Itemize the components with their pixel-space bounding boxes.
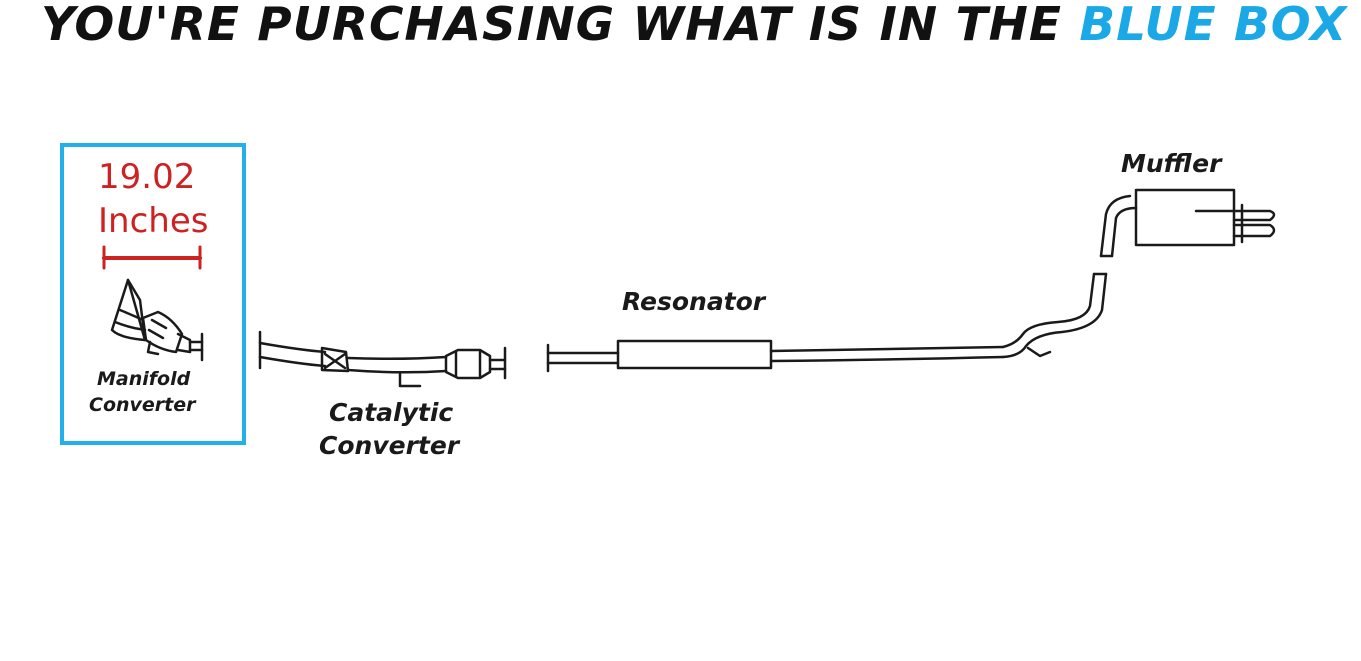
headline-highlight: BLUE BOX (1079, 0, 1348, 51)
headline-main: YOU'RE PURCHASING WHAT IS IN THE (40, 0, 1080, 51)
headline: YOU'RE PURCHASING WHAT IS IN THE BLUE BO… (0, 0, 1361, 54)
measurement-unit: Inches (98, 201, 209, 241)
manifold-label-line1: Manifold (97, 368, 191, 390)
catalytic-label-line2: Converter (319, 431, 460, 460)
muffler-label: Muffler (1121, 149, 1222, 178)
resonator-label: Resonator (622, 287, 766, 316)
measurement-bracket (102, 245, 202, 270)
manifold-label-line2: Converter (89, 394, 196, 416)
catalytic-label-line1: Catalytic (329, 398, 454, 427)
measurement-value: 19.02 (98, 157, 196, 197)
resonator-drawing (546, 272, 1108, 373)
blue-box-highlight (60, 143, 246, 445)
muffler-drawing (1099, 188, 1276, 258)
catalytic-converter-drawing (258, 330, 507, 388)
manifold-converter-drawing (110, 278, 204, 362)
